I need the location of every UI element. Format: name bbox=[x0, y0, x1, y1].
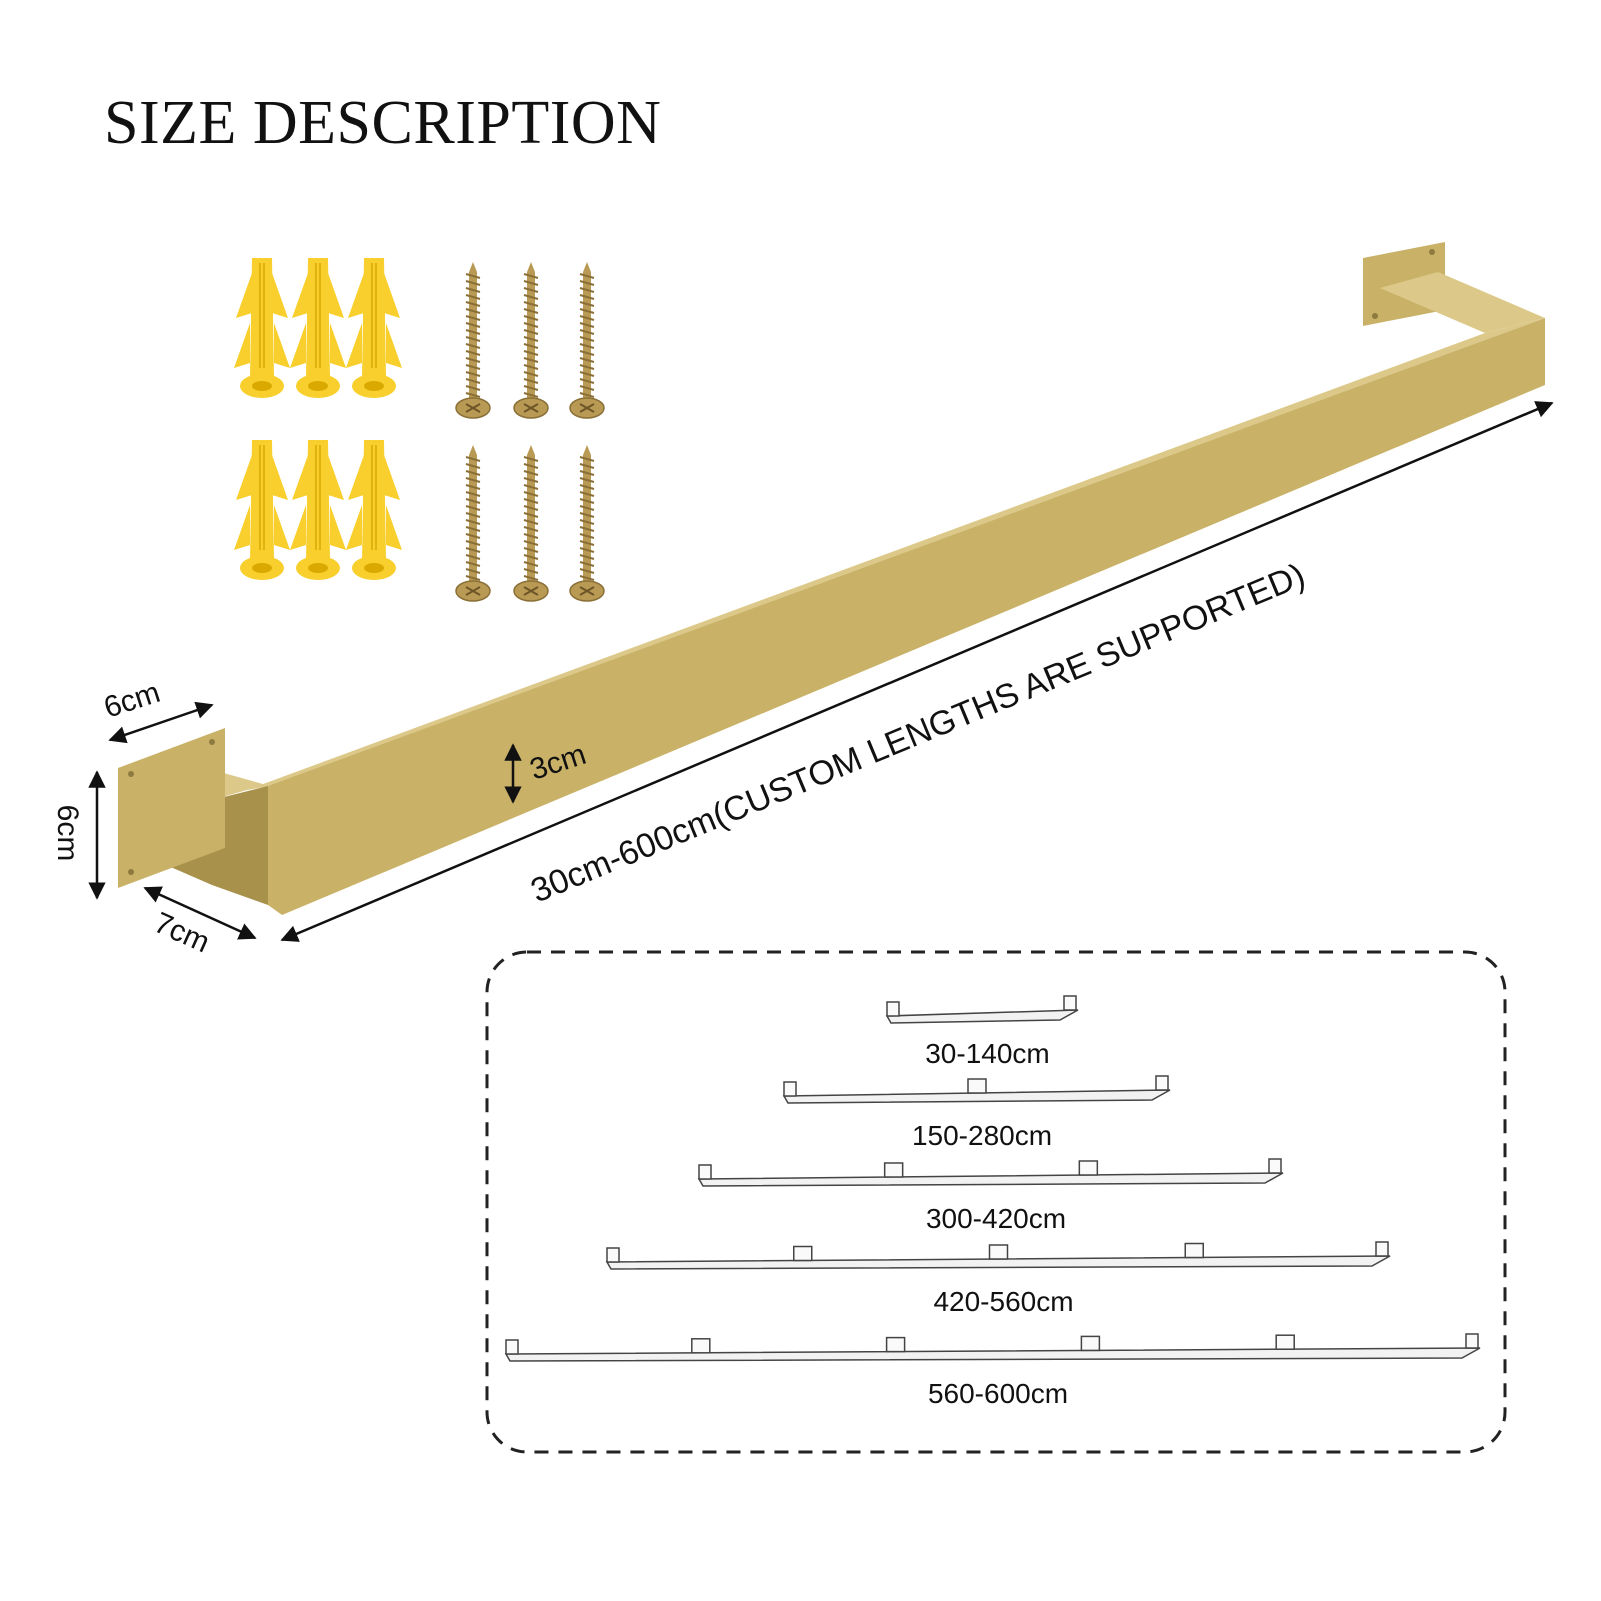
mount-bracket-icon bbox=[1465, 1333, 1479, 1349]
length-variant: 300-420cm bbox=[697, 1158, 1284, 1234]
mount-bracket-icon bbox=[988, 1244, 1009, 1260]
mount-bracket-icon bbox=[505, 1339, 519, 1355]
wall-anchor-group bbox=[234, 258, 402, 580]
rail-sketch bbox=[504, 1347, 1481, 1362]
rail-sketch bbox=[605, 1255, 1391, 1270]
screw-hole-icon bbox=[209, 739, 215, 745]
mount-bracket-icon bbox=[885, 1336, 906, 1353]
mount-bracket-icon bbox=[967, 1078, 987, 1094]
screw-icon bbox=[455, 262, 491, 419]
screw-hole-icon bbox=[1429, 249, 1435, 255]
mount-bracket-icon bbox=[691, 1338, 711, 1354]
yellow-wall-anchor-icon bbox=[290, 440, 346, 580]
length-variant-label: 560-600cm bbox=[928, 1378, 1068, 1409]
bracket-depth-arrow bbox=[143, 886, 257, 940]
length-variants-panel bbox=[485, 950, 1507, 1454]
left-wall-plate bbox=[118, 728, 225, 888]
mount-bracket-icon bbox=[606, 1247, 620, 1263]
length-variant: 560-600cm bbox=[504, 1333, 1481, 1409]
screw-hole-icon bbox=[128, 869, 134, 875]
screw-hole-icon bbox=[1372, 313, 1378, 319]
yellow-wall-anchor-icon bbox=[234, 440, 290, 580]
length-variant-label: 420-560cm bbox=[933, 1286, 1073, 1317]
mount-bracket-icon bbox=[1078, 1160, 1099, 1176]
screw-hole-icon bbox=[128, 771, 134, 777]
mount-bracket-icon bbox=[1184, 1242, 1204, 1259]
screw-icon bbox=[455, 445, 491, 602]
length-arrow bbox=[280, 401, 1554, 942]
yellow-wall-anchor-icon bbox=[346, 440, 402, 580]
bar-top-face bbox=[247, 318, 1545, 790]
bracket-height-label: 6cm bbox=[51, 805, 84, 862]
rail-sketch bbox=[782, 1089, 1171, 1104]
page-title: SIZE DESCRIPTION bbox=[104, 89, 662, 157]
rail-sketch bbox=[885, 1009, 1079, 1024]
screw-group bbox=[455, 262, 605, 602]
length-variant-label: 150-280cm bbox=[912, 1120, 1052, 1151]
right-arm-top bbox=[1380, 272, 1545, 333]
yellow-wall-anchor-icon bbox=[346, 258, 402, 398]
mount-bracket-icon bbox=[1375, 1241, 1389, 1257]
screw-icon bbox=[513, 262, 549, 419]
mount-bracket-icon bbox=[698, 1164, 712, 1180]
length-variant: 150-280cm bbox=[782, 1075, 1171, 1151]
mount-bracket-icon bbox=[793, 1245, 813, 1262]
mount-bracket-icon bbox=[886, 1001, 900, 1017]
bracket-width-label: 6cm bbox=[100, 676, 164, 725]
length-variant-label: 300-420cm bbox=[926, 1203, 1066, 1234]
length-variant: 30-140cm bbox=[885, 995, 1079, 1069]
bracket-width-arrow bbox=[108, 701, 214, 744]
mount-bracket-icon bbox=[883, 1162, 904, 1178]
yellow-wall-anchor-icon bbox=[290, 258, 346, 398]
mount-bracket-icon bbox=[1275, 1334, 1295, 1350]
length-variants-list: 30-140cm 150-280cm 300-420cm 420-560cm 560-6… bbox=[504, 995, 1481, 1409]
length-variant: 420-560cm bbox=[605, 1241, 1391, 1317]
mount-bracket-icon bbox=[783, 1081, 797, 1097]
mount-bracket-icon bbox=[1063, 995, 1077, 1011]
rail-sketch bbox=[697, 1172, 1284, 1187]
length-variant-label: 30-140cm bbox=[925, 1038, 1050, 1069]
mount-bracket-icon bbox=[1155, 1075, 1169, 1091]
screw-icon bbox=[513, 445, 549, 602]
mount-bracket-icon bbox=[1080, 1335, 1101, 1352]
screw-icon bbox=[569, 262, 605, 419]
mount-bracket-icon bbox=[1268, 1158, 1282, 1174]
yellow-wall-anchor-icon bbox=[234, 258, 290, 398]
screw-icon bbox=[569, 445, 605, 602]
